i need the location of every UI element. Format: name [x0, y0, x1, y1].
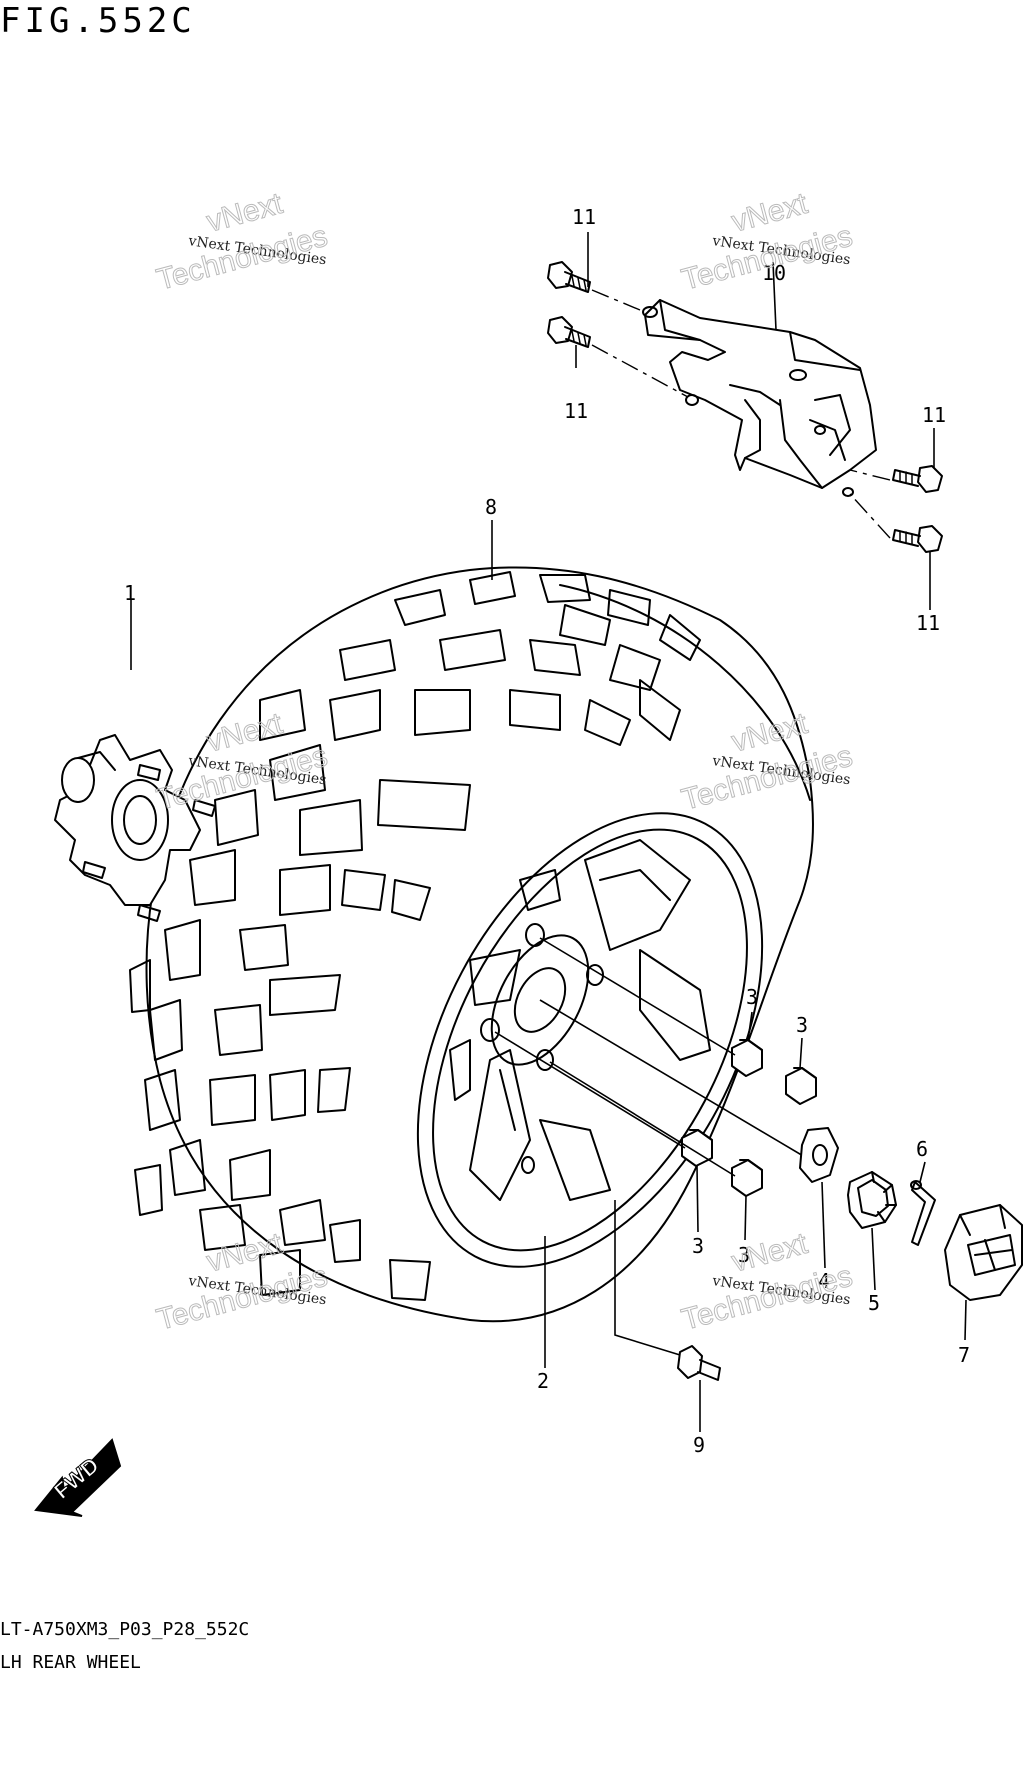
- svg-text:Technologies: Technologies: [678, 740, 856, 817]
- callout-2: 2: [537, 1369, 549, 1393]
- bracket-assembly: [642, 299, 877, 497]
- figure-title: FIG.552C: [0, 1, 196, 41]
- lug-nut-3d: [731, 1159, 763, 1197]
- svg-text:Technologies: Technologies: [678, 1260, 856, 1337]
- bolt-11-upper-left: [547, 261, 591, 293]
- svg-text:Technologies: Technologies: [678, 220, 856, 297]
- svg-text:vNext: vNext: [728, 1227, 811, 1279]
- figure-code: LT-A750XM3_P03_P28_552C: [0, 1619, 249, 1640]
- svg-text:Technologies: Technologies: [153, 1260, 331, 1337]
- bolt-11-middle-left: [547, 316, 591, 348]
- svg-text:Technologies: Technologies: [153, 220, 331, 297]
- callout-1: 1: [124, 581, 136, 605]
- watermark-top-left: vNext Technologies vNext Technologies: [153, 186, 332, 297]
- castle-nut: [847, 1171, 897, 1229]
- washer: [799, 1127, 839, 1183]
- svg-text:vNext: vNext: [203, 707, 286, 759]
- wheel-hub: [54, 734, 216, 922]
- callout-11-left: 11: [564, 399, 588, 423]
- svg-text:Technologies: Technologies: [153, 740, 331, 817]
- callout-3-b: 3: [796, 1013, 808, 1037]
- callout-11-right-upper: 11: [922, 403, 946, 427]
- tire: [129, 566, 814, 1323]
- callout-11-right-lower: 11: [916, 611, 940, 635]
- callout-6: 6: [916, 1137, 928, 1161]
- wheel-rim: [416, 812, 764, 1268]
- cotter-pin: [910, 1180, 936, 1246]
- valve-stem: [677, 1345, 721, 1381]
- hub-cap: [944, 1204, 1023, 1301]
- callout-3-c: 3: [692, 1234, 704, 1258]
- lug-nut-3c: [681, 1129, 713, 1167]
- svg-text:vNext: vNext: [203, 187, 286, 239]
- bolt-11-upper-right: [892, 465, 943, 493]
- callout-4: 4: [818, 1269, 830, 1293]
- svg-text:vNext: vNext: [728, 707, 811, 759]
- figure-name: LH REAR WHEEL: [0, 1652, 141, 1673]
- callout-11-top-left: 11: [572, 205, 596, 229]
- lug-nut-3b: [785, 1067, 817, 1105]
- watermark-mid-right: vNext Technologies vNext Technologies: [678, 706, 857, 817]
- svg-text:vNext: vNext: [203, 1227, 286, 1279]
- svg-text:vNext: vNext: [728, 187, 811, 239]
- callout-3-a: 3: [746, 985, 758, 1009]
- callout-3-d: 3: [738, 1243, 750, 1267]
- callout-7: 7: [958, 1343, 970, 1367]
- watermark-bottom-right: vNext Technologies vNext Technologies: [678, 1226, 857, 1337]
- forward-direction-arrow: FWD: [34, 1438, 122, 1517]
- callout-8: 8: [485, 495, 497, 519]
- callout-9: 9: [693, 1433, 705, 1457]
- callout-10: 10: [762, 261, 786, 285]
- bolt-11-lower-right: [892, 525, 943, 553]
- callout-5: 5: [868, 1291, 880, 1315]
